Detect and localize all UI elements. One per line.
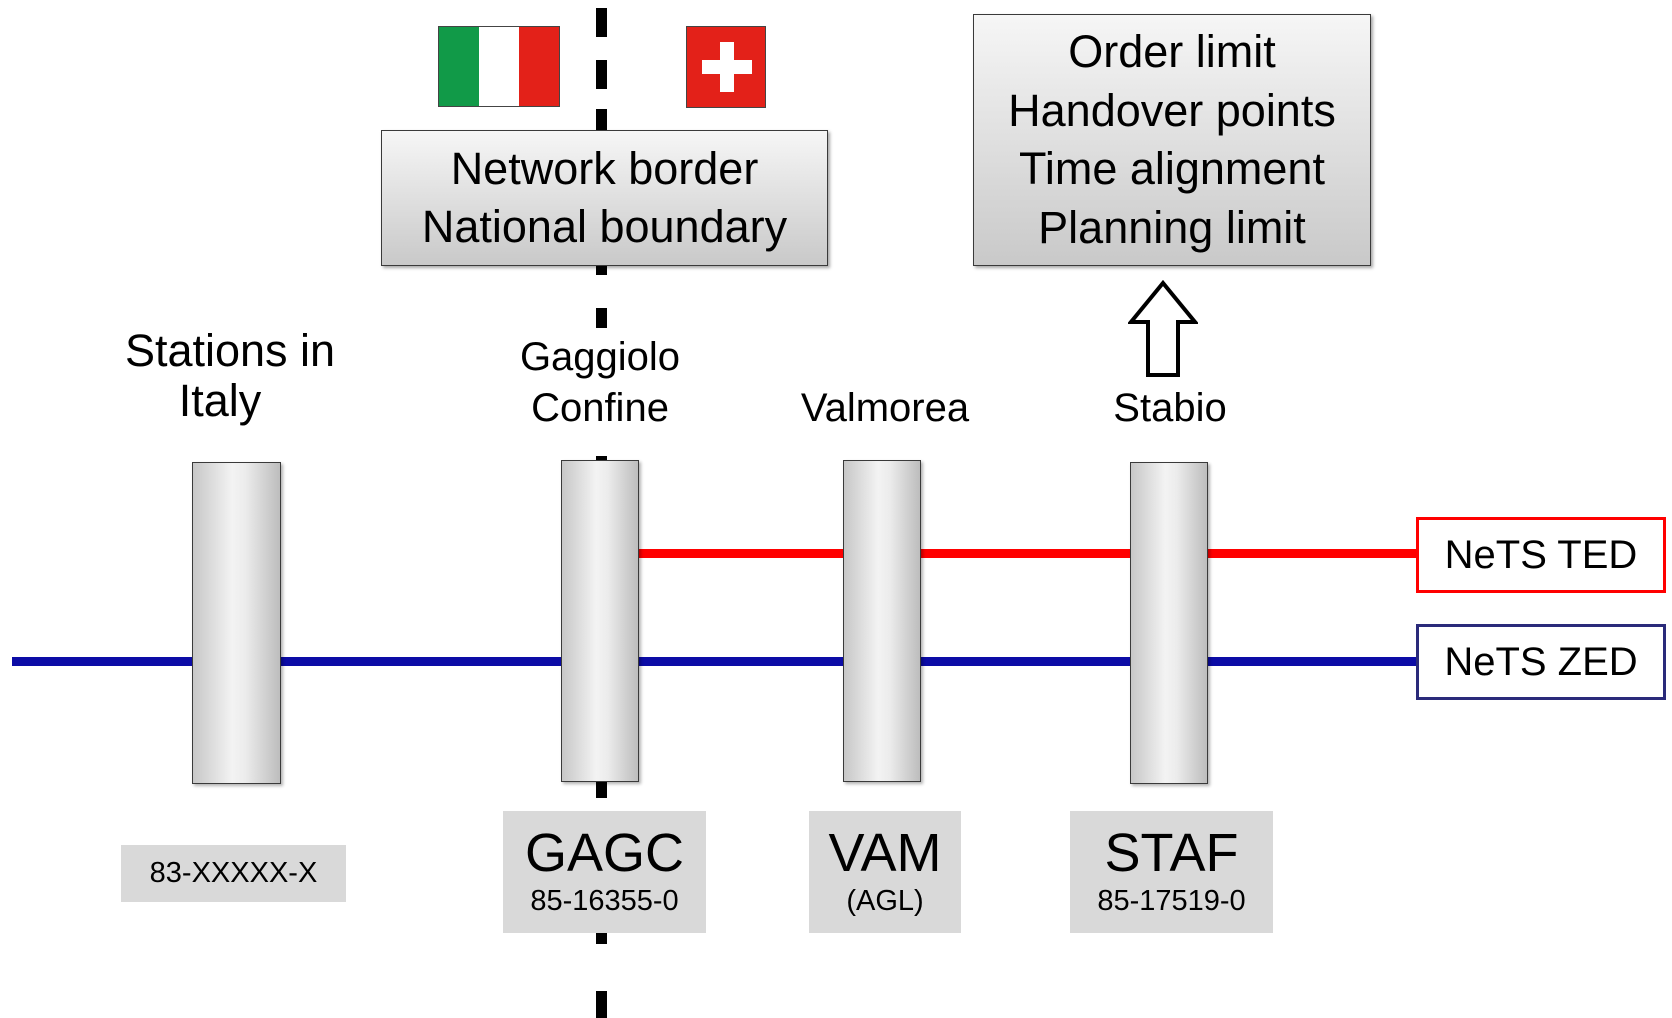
- box-line: Planning limit: [1038, 201, 1306, 253]
- border-dash: [596, 263, 607, 275]
- station-pillar-stabio[interactable]: [1130, 462, 1208, 784]
- nets-ted-line: [636, 549, 1418, 558]
- station-code-gagc: GAGC 85-16355-0: [503, 811, 706, 933]
- box-line: National boundary: [421, 201, 788, 252]
- switzerland-flag-icon: [686, 26, 766, 108]
- border-dash: [596, 109, 607, 138]
- station-pillar-italy[interactable]: [192, 462, 281, 784]
- station-code: STAF: [1104, 823, 1239, 884]
- station-label-valmorea: Valmorea: [800, 386, 970, 430]
- border-dash: [596, 60, 607, 89]
- box-line: Network border: [450, 143, 759, 195]
- station-label-stabio: Stabio: [1113, 386, 1227, 430]
- station-number: 85-17519-0: [1097, 884, 1246, 917]
- box-line: Time alignment: [1019, 143, 1325, 194]
- station-label-gaggiolo: Gaggiolo Confine: [519, 335, 681, 430]
- italy-flag-icon: [438, 26, 560, 107]
- station-pillar-gaggiolo[interactable]: [561, 460, 639, 782]
- station-code-staf: STAF 85-17519-0: [1070, 811, 1273, 933]
- network-border-box: Network border National boundary: [381, 130, 828, 266]
- border-dash: [596, 456, 607, 462]
- station-label-italy: Stations in Italy: [124, 325, 336, 426]
- station-number: (AGL): [846, 884, 924, 917]
- limits-box: Order limit Handover points Time alignme…: [973, 14, 1371, 266]
- nets-zed-line: [12, 657, 1418, 666]
- border-dash: [596, 308, 607, 328]
- box-line: Handover points: [1008, 84, 1336, 136]
- border-dash: [596, 931, 607, 944]
- border-dash: [596, 8, 607, 37]
- border-dash: [596, 780, 607, 798]
- up-arrow-icon: [1128, 280, 1198, 377]
- station-code-vam: VAM (AGL): [809, 811, 961, 933]
- station-number: 83-XXXXX-X: [149, 857, 318, 890]
- station-code-italy: 83-XXXXX-X: [121, 845, 346, 902]
- station-pillar-valmorea[interactable]: [843, 460, 921, 782]
- station-number: 85-16355-0: [530, 884, 679, 917]
- station-code: GAGC: [524, 823, 685, 884]
- station-code: VAM: [828, 823, 942, 884]
- nets-zed-label: NeTS ZED: [1416, 624, 1666, 700]
- border-dash: [596, 991, 607, 1018]
- nets-ted-label: NeTS TED: [1416, 517, 1666, 593]
- box-line: Order limit: [1068, 26, 1276, 77]
